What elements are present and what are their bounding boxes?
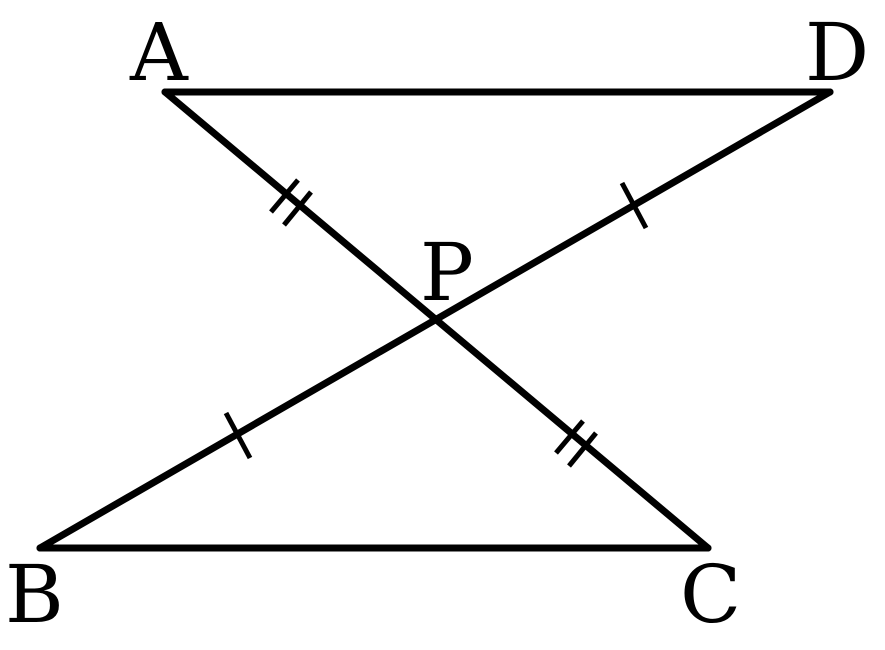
tick-mark bbox=[269, 178, 300, 214]
tick-mark-bp bbox=[223, 411, 253, 460]
label-c: C bbox=[680, 548, 741, 641]
label-d: D bbox=[805, 6, 869, 99]
tick-mark bbox=[554, 419, 585, 455]
segment-bd bbox=[36, 88, 834, 552]
tick-mark bbox=[282, 190, 313, 227]
tick-marks-pc bbox=[554, 419, 598, 468]
label-a: A bbox=[129, 6, 189, 99]
label-b: B bbox=[5, 548, 64, 641]
tick-mark bbox=[567, 431, 598, 468]
tick-marks-ap bbox=[269, 178, 313, 227]
label-p: P bbox=[420, 226, 474, 319]
tick-mark-pd bbox=[619, 181, 649, 230]
